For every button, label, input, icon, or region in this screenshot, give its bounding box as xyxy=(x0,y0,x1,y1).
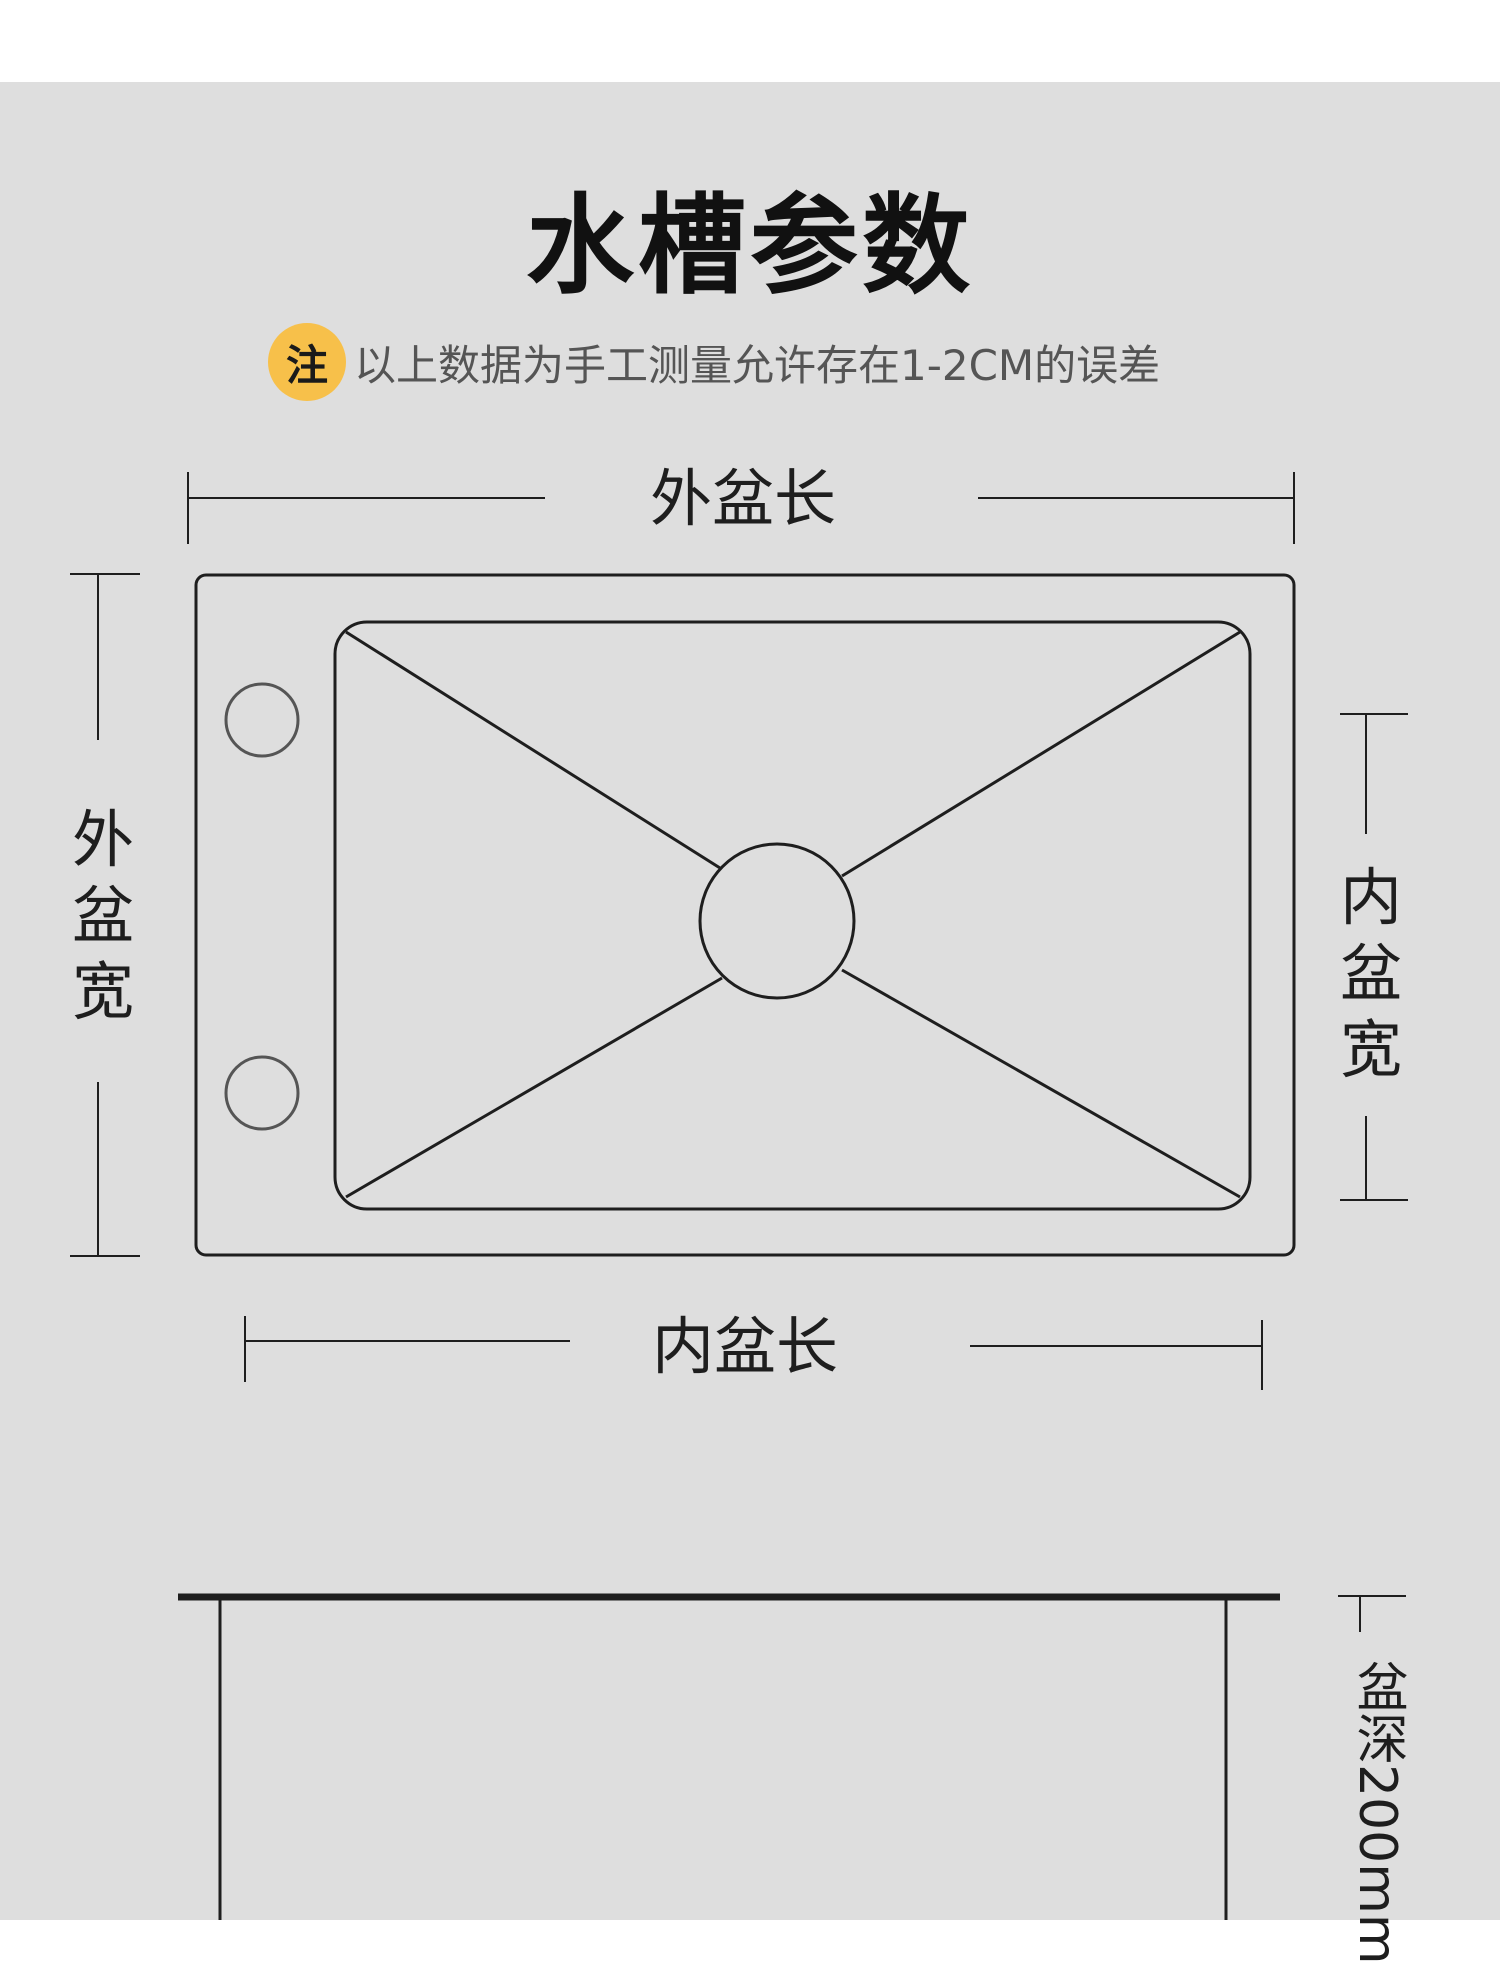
inner-length-dimension-line xyxy=(244,1316,1263,1390)
faucet-hole-bottom xyxy=(224,1055,300,1131)
outer-length-dimension-line xyxy=(187,472,1295,544)
note-text: 以上数据为手工测量允许存在1-2CM的误差 xyxy=(354,340,1161,390)
inner-length-label: 内盆长 xyxy=(652,1310,839,1383)
outer-width-dimension-line xyxy=(70,573,140,1257)
outer-length-label: 外盆长 xyxy=(650,462,837,535)
page-title: 水槽参数 xyxy=(525,184,974,309)
faucet-hole-top xyxy=(224,682,300,758)
sink-diagram xyxy=(70,472,1408,1920)
depth-dimension-line xyxy=(1338,1595,1406,1632)
inner-width-label: 内盆宽 xyxy=(1339,861,1402,1086)
drain-circle xyxy=(698,842,856,1000)
inner-basin-outline xyxy=(333,620,1252,1211)
slope-lines xyxy=(345,630,1241,1199)
inner-width-dimension-line xyxy=(1340,713,1408,1201)
measurement-note: 注 以上数据为手工测量允许存在1-2CM的误差 xyxy=(268,322,1160,402)
outer-width-label: 外盆宽 xyxy=(71,803,134,1028)
note-badge: 注 xyxy=(268,323,346,401)
depth-label: 盆深200mm xyxy=(1347,1660,1407,1965)
outer-basin-outline xyxy=(194,573,1296,1257)
